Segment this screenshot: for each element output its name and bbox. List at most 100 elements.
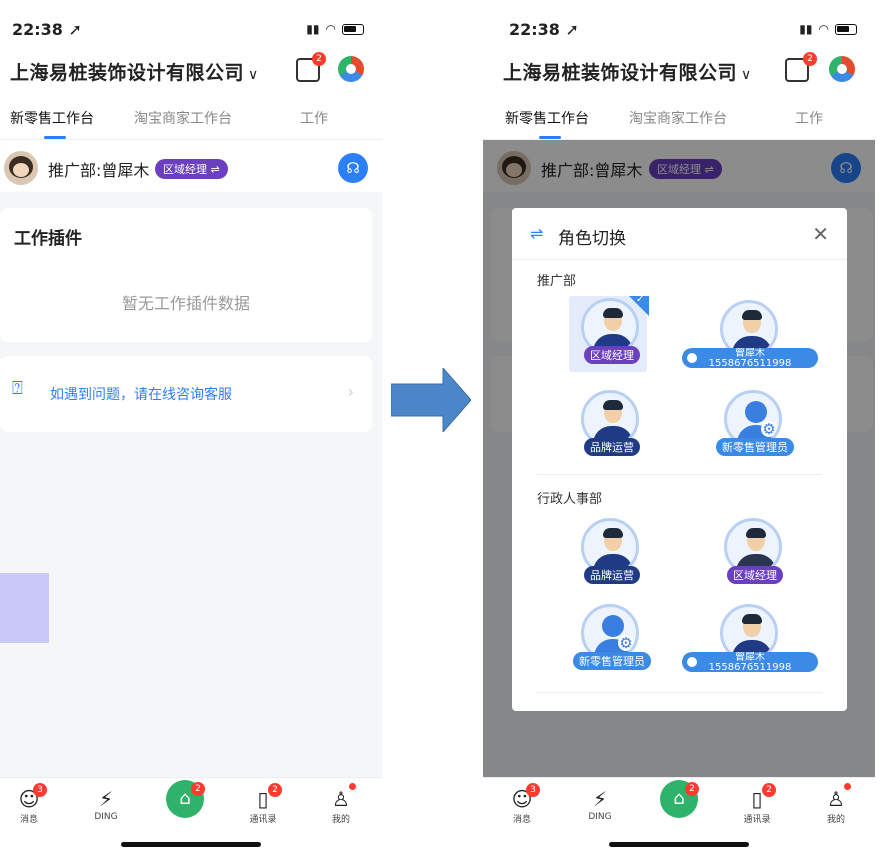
role-label-wrap: 品牌运营 <box>547 436 677 456</box>
floating-block <box>0 573 49 643</box>
nav-contacts-badge: 2 <box>762 783 776 797</box>
bottom-tab-bar: ☺ 消息 3 ⚡ DING ⌂ 2 ▯ 通讯录 2 ♙ 我的 <box>0 777 382 851</box>
tab-new-retail[interactable]: 新零售工作台 <box>10 111 94 127</box>
company-switcher[interactable]: 上海易桩装饰设计有限公司∨ <box>503 58 752 85</box>
app-logo-icon[interactable] <box>338 56 364 82</box>
home-indicator <box>121 842 261 847</box>
status-time: 22:38 ➚ <box>12 20 82 39</box>
status-bar: 22:38 ➚ ▮▮ ◠ <box>483 0 875 44</box>
help-text: 如遇到问题，请在线咨询客服 <box>50 387 232 403</box>
user-name: 推广部:曾犀木 <box>541 161 643 180</box>
nav-contacts-label: 通讯录 <box>743 815 771 825</box>
personal-name: 曾犀木 <box>735 348 765 359</box>
role-tile-personal[interactable]: 曾犀木 15586765119​98 <box>682 298 818 378</box>
personal-name: 曾犀木 <box>735 652 765 663</box>
nav-ding-label: DING <box>588 812 612 822</box>
role-tile-area-manager[interactable]: 区域经理 <box>690 516 820 596</box>
selected-corner <box>629 296 649 316</box>
signal-icon: ▮▮ <box>306 22 320 36</box>
workbench-home-icon[interactable]: ⌂ <box>660 780 698 818</box>
role-switch-chip[interactable]: 区域经理 ⇌ <box>155 159 228 179</box>
role-label-wrap: 品牌运营 <box>547 564 677 584</box>
tab-work[interactable]: 工作 <box>795 111 823 127</box>
role-tile-personal[interactable]: 曾犀木 15586765119​98 <box>682 602 818 682</box>
system-icons: ▮▮ ◠ <box>799 22 857 36</box>
close-icon[interactable]: ✕ <box>812 222 829 246</box>
wifi-icon: ◠ <box>325 22 336 36</box>
nav-contacts-badge: 2 <box>268 783 282 797</box>
nav-messages-badge: 3 <box>33 783 47 797</box>
workbench-tabs: 新零售工作台 淘宝商家工作台 工作 <box>483 100 875 140</box>
todo-icon[interactable] <box>785 58 809 82</box>
nav-messages-badge: 3 <box>526 783 540 797</box>
nav-contacts[interactable]: ▯ 通讯录 <box>732 786 782 825</box>
swap-icon: ⇌ <box>530 224 544 243</box>
avatar[interactable] <box>4 151 38 185</box>
tab-new-retail[interactable]: 新零售工作台 <box>505 111 589 127</box>
nav-me[interactable]: ♙ 我的 <box>316 786 366 825</box>
role-tile-retail-admin[interactable]: ⚙ 新零售管理员 <box>547 602 677 682</box>
system-icons: ▮▮ ◠ <box>306 22 364 36</box>
left-phone-screen: 22:38 ➚ ▮▮ ◠ 上海易桩装饰设计有限公司∨ 2 新零售工作台 淘宝商家… <box>0 0 382 851</box>
role-label: 新零售管理员 <box>716 438 794 456</box>
role-tile-area-manager[interactable]: 区域经理 ✓ <box>547 294 677 376</box>
company-name: 上海易桩装饰设计有限公司 <box>503 62 738 84</box>
nav-me-label: 我的 <box>826 815 845 825</box>
app-logo-icon[interactable] <box>829 56 855 82</box>
minus-icon <box>687 353 697 363</box>
personal-label: 曾犀木 15586765119​98 <box>682 652 818 672</box>
todo-badge: 2 <box>803 52 817 66</box>
section-title: 推广部 <box>537 274 577 289</box>
role-tile-brand-ops[interactable]: 品牌运营 <box>547 388 677 468</box>
silhouette-head <box>602 615 624 637</box>
wifi-icon: ◠ <box>818 22 829 36</box>
person-hair <box>603 308 623 318</box>
help-card[interactable]: ⍰ 如遇到问题，请在线咨询客服 › <box>0 356 372 432</box>
signal-icon: ▮▮ <box>799 22 813 36</box>
person-hair <box>603 528 623 538</box>
tab-taobao[interactable]: 淘宝商家工作台 <box>629 111 727 127</box>
person-hair <box>742 614 762 624</box>
section-divider <box>537 474 822 475</box>
role-label-wrap: 新零售管理员 <box>690 436 820 456</box>
role-label-wrap: 新零售管理员 <box>547 650 677 670</box>
nav-me-dot <box>349 783 356 790</box>
person-hair <box>603 400 623 410</box>
avatar[interactable] <box>497 151 531 185</box>
role-label: 区域经理 <box>584 346 640 364</box>
role-label: 区域经理 <box>727 566 783 584</box>
person-icon: ♙ <box>332 787 350 811</box>
gear-icon: ⚙ <box>761 420 777 438</box>
role-tile-brand-ops[interactable]: 品牌运营 <box>547 516 677 596</box>
role-tile-retail-admin[interactable]: ⚙ 新零售管理员 <box>690 388 820 468</box>
check-icon: ✓ <box>636 294 645 305</box>
title-bar: 上海易桩装饰设计有限公司∨ 2 <box>483 52 875 92</box>
person-hair <box>742 310 762 320</box>
transition-arrow-icon <box>391 368 471 432</box>
battery-icon <box>342 23 364 35</box>
ding-icon: ⚡ <box>98 787 114 811</box>
active-tab-indicator <box>44 136 66 139</box>
nav-me-label: 我的 <box>331 815 350 825</box>
help-head-icon: ⍰ <box>12 378 23 399</box>
company-switcher[interactable]: 上海易桩装饰设计有限公司∨ <box>10 58 259 85</box>
tab-work[interactable]: 工作 <box>300 111 328 127</box>
tab-taobao[interactable]: 淘宝商家工作台 <box>134 111 232 127</box>
status-time: 22:38 ➚ <box>509 20 579 39</box>
battery-icon <box>835 23 857 35</box>
status-bar: 22:38 ➚ ▮▮ ◠ <box>0 0 382 44</box>
nav-me[interactable]: ♙ 我的 <box>811 786 861 825</box>
nav-home-badge: 2 <box>191 782 205 796</box>
dialog-header: ⇌ 角色切换 ✕ <box>512 208 847 260</box>
person-icon: ♙ <box>827 787 845 811</box>
nav-contacts[interactable]: ▯ 通讯录 <box>238 786 288 825</box>
headset-icon[interactable]: ☊ <box>338 153 368 183</box>
headset-icon[interactable]: ☊ <box>831 153 861 183</box>
plugin-card-title: 工作插件 <box>14 229 82 249</box>
nav-ding[interactable]: ⚡ DING <box>81 786 131 822</box>
todo-icon[interactable] <box>296 58 320 82</box>
nav-ding[interactable]: ⚡ DING <box>575 786 625 822</box>
title-bar: 上海易桩装饰设计有限公司∨ 2 <box>0 52 382 92</box>
chevron-down-icon: ∨ <box>741 67 752 83</box>
role-switch-chip[interactable]: 区域经理 ⇌ <box>649 159 722 179</box>
